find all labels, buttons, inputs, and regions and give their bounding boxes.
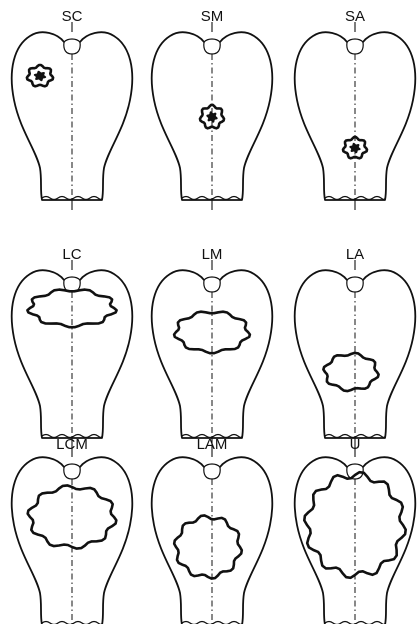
panel-la: LA: [295, 246, 416, 448]
lesion-core: [349, 143, 360, 153]
panel-sc: SC: [12, 8, 133, 210]
panel-u: U: [295, 436, 416, 624]
lesion-core: [206, 111, 217, 122]
lesion-core: [34, 71, 46, 81]
panel-lcm: LCM: [12, 436, 133, 624]
panel-lam: LAM: [152, 436, 273, 624]
panel-lm: LM: [152, 246, 273, 448]
lesion-outline: [174, 515, 242, 578]
panel-sm: SM: [152, 8, 273, 210]
panel-sa: SA: [295, 8, 416, 210]
lesion-outline: [323, 353, 378, 391]
panel-lc: LC: [12, 246, 133, 448]
